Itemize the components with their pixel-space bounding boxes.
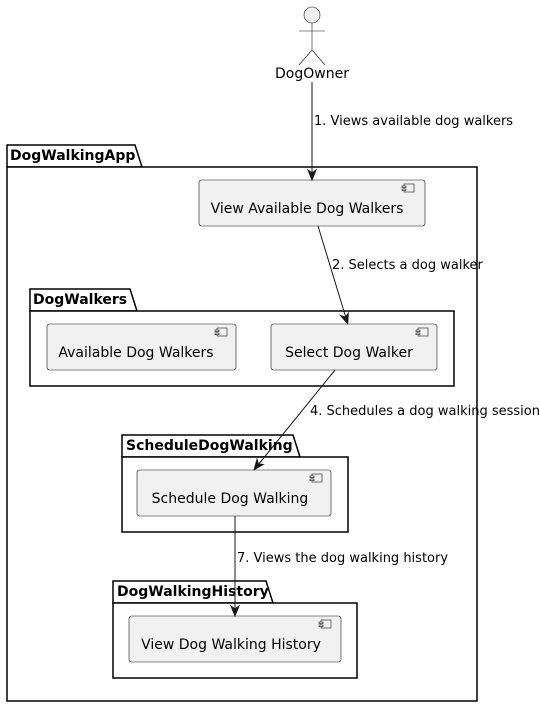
edge-label-4: 4. Schedules a dog walking session	[310, 404, 540, 419]
edge-label-2: 2. Selects a dog walker	[332, 258, 484, 273]
edge-label-1: 1. Views available dog walkers	[314, 114, 513, 129]
actor-dog-owner: DogOwner	[275, 6, 349, 82]
component-label-view-dog-walking-history: View Dog Walking History	[141, 637, 321, 653]
package-title-dog-walking-history: DogWalkingHistory	[117, 584, 269, 600]
package-title-dog-walkers: DogWalkers	[33, 292, 127, 308]
component-icon	[401, 183, 415, 193]
actor-head-icon	[303, 6, 321, 24]
component-icon	[309, 473, 323, 483]
edge-schedules-a-dog-walking-session: 4. Schedules a dog walking session	[253, 369, 540, 471]
component-label-available-dog-walkers: Available Dog Walkers	[58, 345, 213, 361]
component-label-schedule-dog-walking: Schedule Dog Walking	[152, 491, 309, 507]
edge-selects-a-dog-walker: 2. Selects a dog walker	[317, 225, 484, 325]
component-label-select-dog-walker: Select Dog Walker	[285, 345, 413, 361]
component-view-available-dog-walkers: View Available Dog Walkers	[198, 179, 426, 227]
component-view-dog-walking-history: View Dog Walking History	[128, 615, 342, 663]
component-icon	[318, 619, 332, 629]
component-select-dog-walker: Select Dog Walker	[270, 323, 438, 371]
component-schedule-dog-walking: Schedule Dog Walking	[136, 469, 332, 517]
component-icon	[214, 327, 228, 337]
actor-label: DogOwner	[275, 66, 349, 82]
edge-label-7: 7. Views the dog walking history	[237, 551, 448, 566]
package-title-dog-walking-app: DogWalkingApp	[10, 148, 135, 164]
component-available-dog-walkers: Available Dog Walkers	[46, 323, 237, 371]
edge-views-available-dog-walkers: 1. Views available dog walkers	[306, 82, 513, 182]
component-icon	[415, 327, 429, 337]
edge-views-the-dog-walking-history: 7. Views the dog walking history	[229, 516, 448, 618]
component-label-view-available-dog-walkers: View Available Dog Walkers	[211, 201, 404, 217]
package-title-schedule-dog-walking: ScheduleDogWalking	[126, 438, 293, 454]
